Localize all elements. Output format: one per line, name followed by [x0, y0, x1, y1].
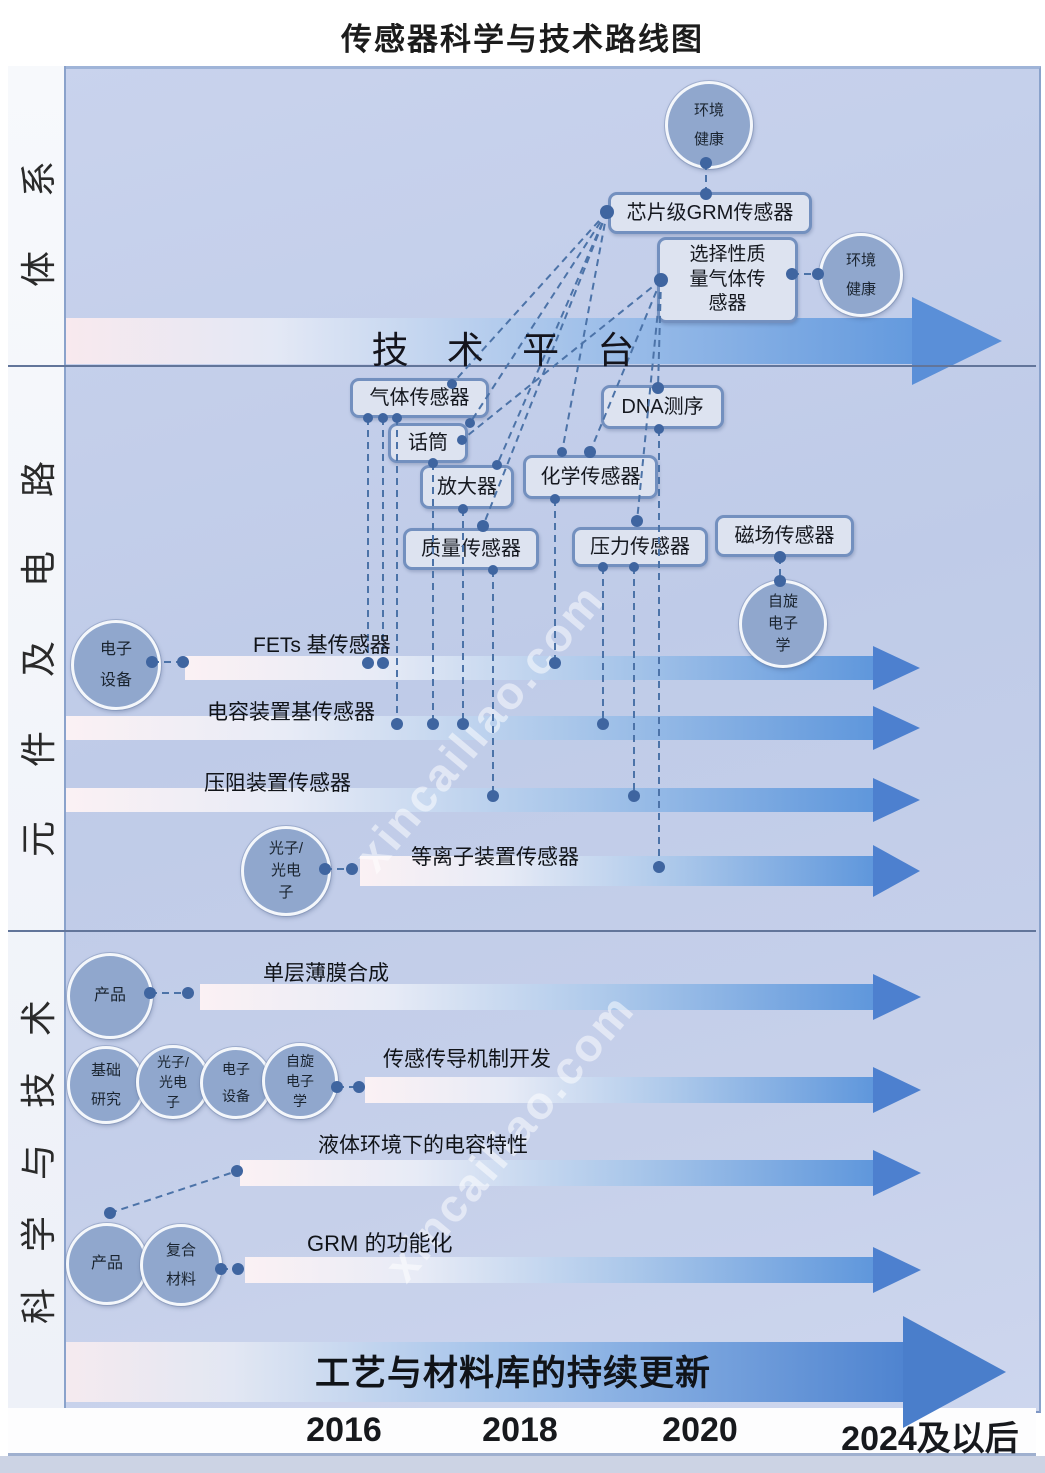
x-axis-label-2016: 2016 — [306, 1411, 382, 1449]
sensing-row-label: 传感传导机制开发 — [383, 1048, 551, 1071]
magnetic-sensor-box: 磁场传感器 — [715, 515, 854, 557]
piezo-arrow-head — [873, 778, 920, 822]
plasma-row-label: 等离子装置传感器 — [411, 846, 579, 869]
product-circle-bottom: 产品 — [66, 1223, 148, 1305]
footer-strip — [0, 1456, 1045, 1473]
photonics-circle: 光子/ 光电 子 — [241, 826, 331, 916]
page-title: 传感器科学与技术路线图 — [341, 22, 704, 57]
amplifier-box: 放大器 — [420, 465, 514, 509]
capacitive-row-label: 电容装置基传感器 — [207, 701, 375, 724]
composite-materials-circle: 复合 材料 — [140, 1224, 222, 1306]
product-circle-top: 产品 — [67, 953, 153, 1039]
bottom-arrow-shaft — [65, 1342, 903, 1402]
gas-sensor-box: 气体传感器 — [350, 378, 489, 418]
x-axis-strip — [8, 1408, 1036, 1456]
liquid-arrow-shaft — [240, 1160, 873, 1186]
monolayer-arrow-head — [873, 974, 921, 1020]
microphone-box: 话筒 — [388, 423, 468, 463]
plasma-arrow-shaft — [360, 856, 873, 886]
spintronics-circle: 自旋 电子 学 — [739, 580, 827, 668]
liquid-row-label: 液体环境下的电容特性 — [318, 1134, 528, 1157]
grm-row-label: GRM 的功能化 — [307, 1231, 453, 1256]
band-label-system: 体系 — [18, 106, 59, 287]
env-health-circle-right: 环境 健康 — [819, 233, 903, 317]
band-label-science-technology: 科学与技术 — [18, 963, 59, 1324]
chemical-sensor-box: 化学传感器 — [523, 455, 658, 499]
monolayer-row-label: 单层薄膜合成 — [263, 962, 389, 985]
monolayer-arrow-shaft — [200, 984, 873, 1010]
plasma-arrow-head — [873, 845, 920, 897]
env-health-circle-top: 环境 健康 — [665, 81, 753, 169]
platform-arrow-label: 技 术 平 台 — [371, 330, 649, 371]
basic-research-circle: 基础 研究 — [67, 1046, 145, 1124]
bottom-arrow-label: 工艺与材料库的持续更新 — [315, 1354, 712, 1393]
grm-arrow-head — [873, 1247, 921, 1293]
dna-sequencing-box: DNA测序 — [601, 385, 724, 429]
liquid-arrow-head — [873, 1150, 921, 1196]
pressure-sensor-box: 压力传感器 — [572, 527, 708, 567]
capacitive-arrow-shaft — [65, 716, 873, 740]
piezo-arrow-shaft — [65, 788, 873, 812]
mass-sensor-box: 质量传感器 — [403, 528, 539, 570]
band-label-components-circuits: 元件及电路 — [18, 406, 59, 857]
x-axis-label-2024plus: 2024及以后 — [841, 1420, 1019, 1458]
band-divider-2 — [8, 930, 1036, 932]
capacitive-arrow-head — [873, 706, 920, 750]
spintronics-circle-band3: 自旋 电子 学 — [262, 1043, 338, 1119]
x-axis-label-2018: 2018 — [482, 1411, 558, 1449]
grm-arrow-shaft — [245, 1257, 873, 1283]
sensing-arrow-head — [873, 1067, 921, 1113]
electronic-devices-circle-band3: 电子 设备 — [200, 1047, 272, 1119]
electronic-devices-circle: 电子 设备 — [71, 620, 161, 710]
x-axis-label-2020: 2020 — [662, 1411, 738, 1449]
selective-gas-sensor-box: 选择性质 量气体传 感器 — [657, 237, 798, 323]
chip-grm-sensor-box: 芯片级GRM传感器 — [608, 192, 812, 234]
platform-arrow-head — [912, 297, 1002, 385]
bottom-arrow-head — [903, 1316, 1006, 1428]
fets-arrow-head — [873, 646, 920, 690]
piezo-row-label: 压阻装置传感器 — [204, 772, 351, 795]
photonics-circle-band3: 光子/ 光电 子 — [136, 1045, 210, 1119]
sensing-arrow-shaft — [365, 1077, 873, 1103]
band-label-column — [8, 66, 66, 1408]
fets-row-label: FETs 基传感器 — [253, 634, 391, 657]
